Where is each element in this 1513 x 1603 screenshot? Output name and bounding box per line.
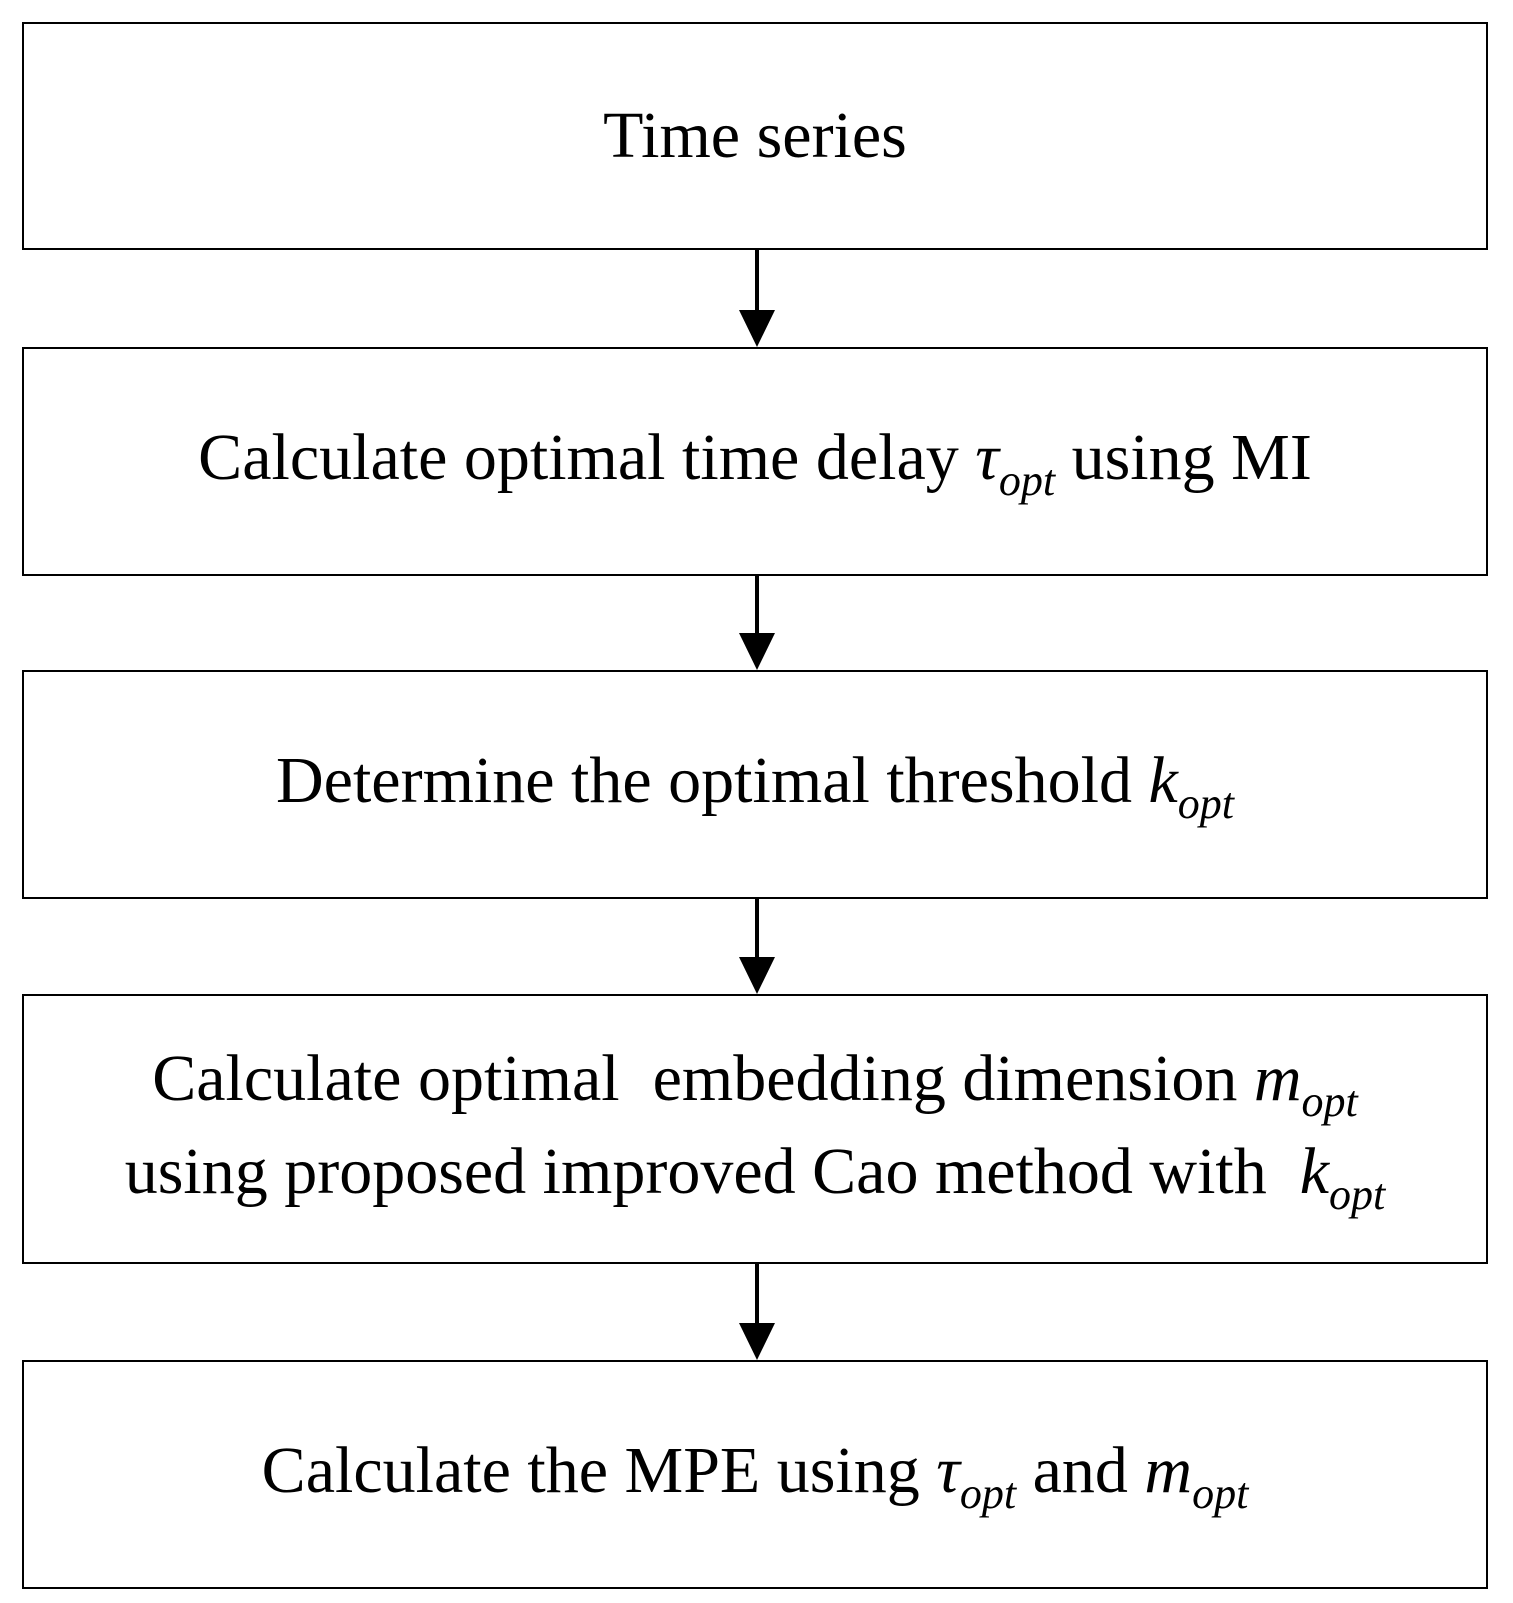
tau-subscript: opt (959, 1469, 1017, 1518)
tau-symbol: τ (975, 421, 999, 494)
arrow-2-to-3 (739, 576, 775, 670)
step-determine-threshold-label: Determine the optimal threshold kopt (276, 738, 1234, 831)
m-subscript: opt (1192, 1469, 1249, 1518)
tau-symbol: τ (936, 1434, 960, 1507)
step-2-text-before: Calculate optimal time delay (198, 421, 976, 494)
step-calc-mpe-box: Calculate the MPE using τopt and mopt (22, 1360, 1488, 1589)
step-determine-threshold-box: Determine the optimal threshold kopt (22, 670, 1488, 899)
step-calc-time-delay-label: Calculate optimal time delay τopt using … (198, 415, 1312, 508)
step-calc-mpe-label: Calculate the MPE using τopt and mopt (262, 1428, 1249, 1521)
step-4-line-2-text: using proposed improved Cao method with (124, 1135, 1300, 1208)
step-calc-time-delay-box: Calculate optimal time delay τopt using … (22, 347, 1488, 576)
step-4-line-2: using proposed improved Cao method with … (125, 1129, 1386, 1222)
k-subscript: opt (1177, 779, 1234, 828)
k-symbol: k (1148, 744, 1178, 817)
arrow-3-to-4 (739, 899, 775, 994)
k-symbol: k (1299, 1135, 1330, 1208)
step-calc-embedding-dimension-box: Calculate optimal embedding dimension mo… (22, 994, 1488, 1264)
step-time-series-box: Time series (22, 22, 1488, 250)
m-symbol: m (1144, 1434, 1193, 1507)
step-3-text-before: Determine the optimal threshold (276, 744, 1149, 817)
step-4-line-1-text: Calculate optimal embedding dimension (152, 1042, 1254, 1115)
arrow-1-to-2 (739, 250, 775, 347)
arrow-4-to-5 (739, 1264, 775, 1360)
k-subscript: opt (1329, 1170, 1386, 1219)
step-5-text-middle: and (1016, 1434, 1145, 1507)
tau-subscript: opt (998, 456, 1056, 505)
step-4-line-1: Calculate optimal embedding dimension mo… (152, 1036, 1358, 1129)
step-time-series-label: Time series (603, 93, 907, 179)
m-symbol: m (1253, 1042, 1302, 1115)
step-1-text: Time series (603, 99, 907, 172)
m-subscript: opt (1301, 1077, 1358, 1126)
step-2-text-after: using MI (1055, 421, 1312, 494)
step-5-text-before: Calculate the MPE using (261, 1434, 937, 1507)
